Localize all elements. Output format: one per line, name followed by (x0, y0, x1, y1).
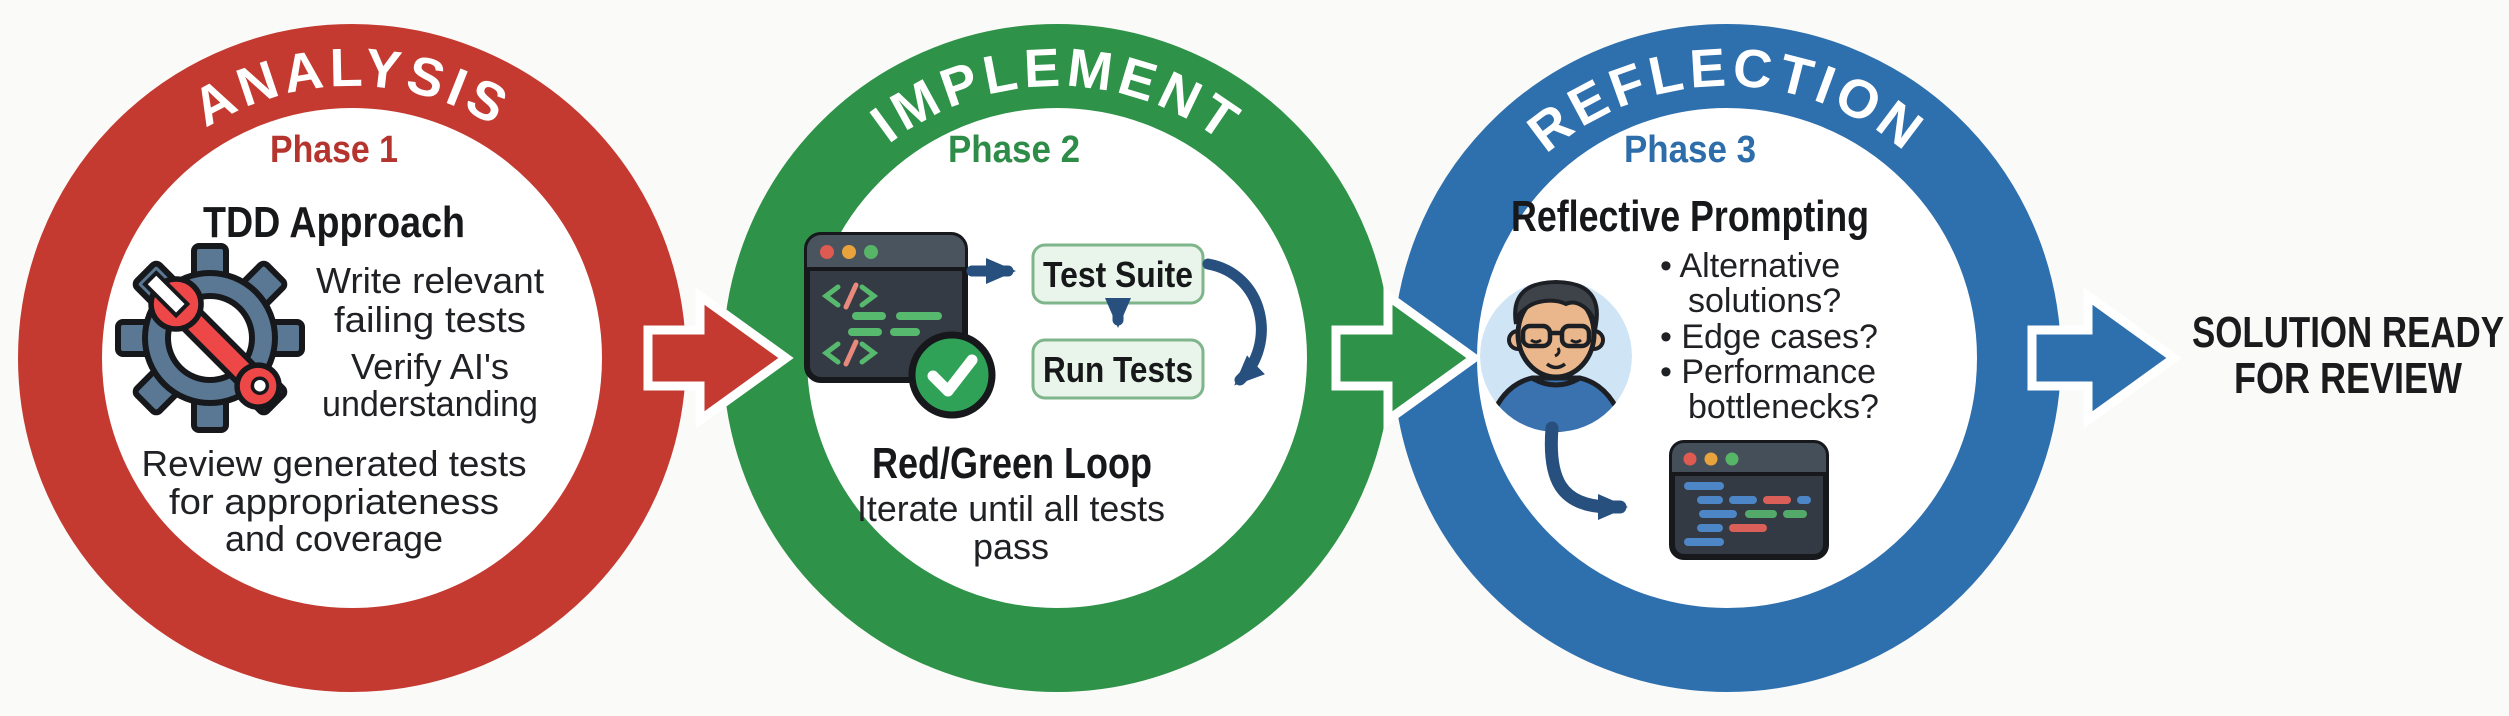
phase-3-reflection: Phase 3 Reflective Prompting (1480, 129, 1879, 560)
reflection-bullets: • Alternative solutions? • Edge cases? •… (1660, 247, 1879, 426)
arrow-reflection-out (2027, 287, 2182, 429)
bullet-line: • Performance (1660, 353, 1876, 391)
bullet-line: bottlenecks? (1688, 388, 1879, 426)
arrow-avatar-to-editor (1544, 421, 1628, 520)
test-suite-label: Test Suite (1043, 254, 1193, 295)
point-line: Review generated tests (142, 443, 527, 484)
check-circle-icon (908, 331, 996, 419)
point-line: Write relevant (316, 260, 544, 301)
arrow-analysis-to-implement (643, 287, 794, 429)
loop-arrow (1202, 258, 1267, 386)
code-editor-icon (1669, 440, 1829, 560)
glasses-icon (1520, 323, 1592, 349)
window-dot-green (864, 245, 878, 259)
final-label: SOLUTION READY FOR REVIEW (2192, 308, 2504, 403)
code-editor-check-icon (804, 232, 996, 419)
arrow-implement-to-reflection (1331, 287, 1482, 429)
point-line: failing tests (334, 299, 526, 340)
window-dot-green (1725, 452, 1739, 466)
window-dot-yellow (1704, 452, 1718, 466)
phase-1-analysis: Phase 1 TDD Approach Write relevant fail… (115, 129, 544, 559)
phase-2-heading: Red/Green Loop (872, 439, 1152, 488)
phase-3-label: Phase 3 (1624, 129, 1756, 171)
flow-arrows (643, 287, 2182, 429)
bullet-line: • Edge cases? (1660, 318, 1878, 356)
final-label-line2: FOR REVIEW (2234, 354, 2462, 403)
phase-2-implement: Phase 2 (804, 129, 1267, 567)
bullet-line: • Alternative (1660, 247, 1840, 285)
point-line: Verify AI's (351, 346, 509, 387)
window-dot-yellow (842, 245, 856, 259)
window-dot-red (820, 245, 834, 259)
reflection-inner-disc (1475, 106, 1979, 610)
gear-wrench-icon (115, 243, 305, 433)
window-dot-red (1683, 452, 1697, 466)
run-tests-box (1031, 338, 1205, 400)
run-tests-label: Run Tests (1043, 349, 1193, 390)
phase-1-label: Phase 1 (270, 129, 398, 171)
sub-line: Iterate until all tests (857, 488, 1165, 529)
point-line: understanding (322, 383, 538, 424)
wrench-icon (142, 270, 282, 410)
sub-line: pass (973, 526, 1049, 567)
phase-1-heading: TDD Approach (203, 198, 465, 247)
phase-2-label: Phase 2 (948, 129, 1080, 171)
point-line: and coverage (225, 518, 443, 559)
point-line: for appropriateness (169, 481, 499, 522)
phase-3-heading: Reflective Prompting (1511, 192, 1869, 241)
bullet-line: solutions? (1688, 282, 1841, 320)
final-label-line1: SOLUTION READY (2192, 308, 2504, 357)
test-loop-flow: Test Suite Run Tests (966, 243, 1267, 400)
analysis-inner-disc (100, 106, 604, 610)
